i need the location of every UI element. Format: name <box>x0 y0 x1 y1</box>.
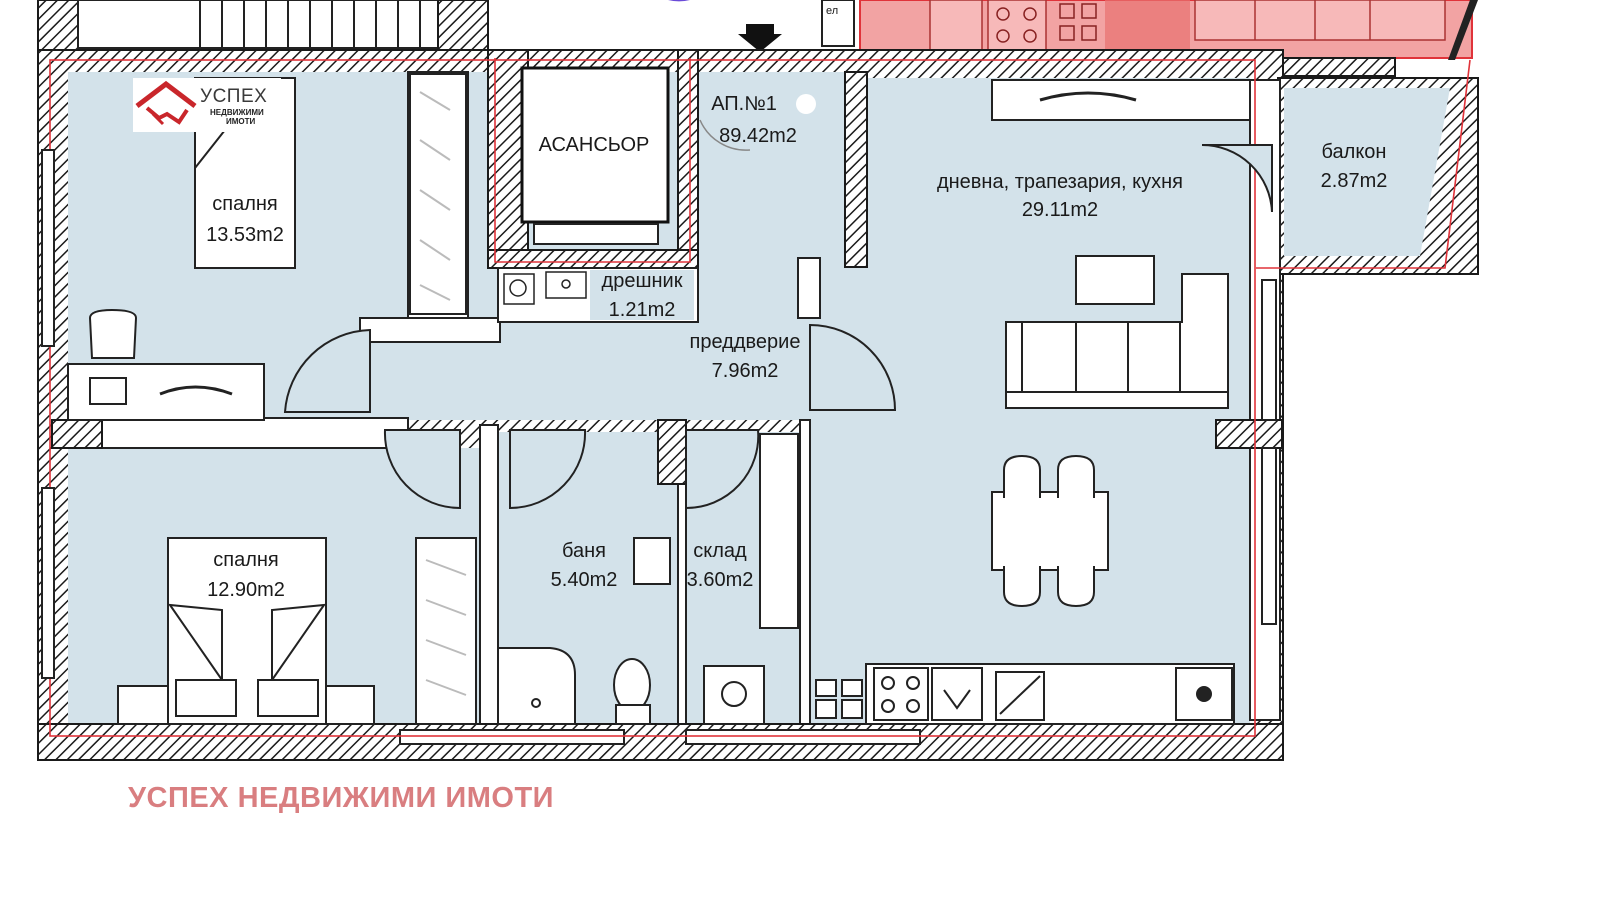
logo <box>133 78 281 132</box>
logo-subtitle: НЕДВИЖИМИ ИМОТИ <box>210 108 270 126</box>
storage-name: склад <box>693 540 747 562</box>
hall-area: 7.96m2 <box>712 360 779 382</box>
toilet-icon <box>613 658 651 712</box>
boundary-lines <box>49 58 1471 737</box>
top-marker <box>668 0 690 2</box>
closet-name: дрешник <box>602 270 683 292</box>
apartment-name: АП.№1 <box>711 93 777 115</box>
storage-area: 3.60m2 <box>687 569 754 591</box>
bedroom2-furniture <box>117 537 477 725</box>
corner-sofa <box>1005 273 1229 409</box>
wardrobe-bedroom2 <box>415 537 477 725</box>
shower-icon <box>497 647 576 725</box>
balcony-area: 2.87m2 <box>1321 170 1388 192</box>
door-storage <box>685 429 760 510</box>
lamp-icon <box>159 385 233 396</box>
bedroom1-area: 13.53m2 <box>206 224 284 246</box>
balcony-name: балкон <box>1322 141 1387 163</box>
room-balcony-floor <box>1284 88 1450 256</box>
stairs <box>199 0 421 48</box>
sink-icon <box>633 537 671 585</box>
bedroom2-name: спалня <box>213 549 279 571</box>
logo-subtitle-line1: НЕДВИЖИМИ <box>210 108 264 117</box>
door-bedroom2 <box>383 429 461 510</box>
living-area: 29.11m2 <box>1022 199 1098 221</box>
house-handshake-icon <box>135 80 197 126</box>
coffee-table <box>1075 255 1155 305</box>
dining-table <box>991 491 1109 571</box>
stove-icon <box>873 667 929 721</box>
washing-machine-icon <box>703 665 765 725</box>
living-furniture <box>815 79 1251 725</box>
door-living <box>809 323 897 411</box>
storage-shelf <box>759 433 799 629</box>
elevator: АСАНСЬОР <box>520 66 670 245</box>
door-bedroom1 <box>283 328 371 413</box>
room-labels: спалня 13.53m2 АП.№1 89.42m2 преддверие … <box>206 93 1387 601</box>
entrance-arrow-icon <box>738 24 782 52</box>
door-balcony <box>1201 143 1273 213</box>
doors <box>283 119 1273 510</box>
dining-chair <box>1003 454 1041 498</box>
bath-fixtures <box>497 537 671 725</box>
kitchen-sink-icon <box>931 667 983 721</box>
logo-subtitle-line2: ИМОТИ <box>226 117 256 126</box>
apartment-area: 89.42m2 <box>719 125 797 147</box>
living-name: дневна, трапезария, кухня <box>937 171 1183 193</box>
bath-name: баня <box>562 540 606 562</box>
top-partial-label: ел <box>826 5 838 17</box>
bedroom2-area: 12.90m2 <box>207 579 285 601</box>
tv-icon <box>1039 91 1137 102</box>
tv-unit <box>991 79 1251 121</box>
hall-name: преддверие <box>690 331 801 353</box>
elevator-label: АСАНСЬОР <box>539 134 650 156</box>
windows <box>41 149 1277 679</box>
bedroom1-name: спалня <box>212 193 278 215</box>
closet: дрешник 1.21m2 <box>497 267 699 323</box>
door-bath <box>509 429 587 510</box>
dining-chair <box>1057 566 1095 608</box>
closet-area: 1.21m2 <box>609 299 676 321</box>
logo-name: УСПЕХ <box>200 86 268 107</box>
dining-chair <box>1057 454 1095 498</box>
storage-fixtures <box>703 433 799 725</box>
computer-icon <box>89 377 127 405</box>
wardrobe-bedroom1 <box>409 73 467 315</box>
door-entrance <box>699 119 751 151</box>
bath-area: 5.40m2 <box>551 569 618 591</box>
dining-chair <box>1003 566 1041 608</box>
watermark-text: УСПЕХ НЕДВИЖИМИ ИМОТИ <box>128 782 555 814</box>
chair-icon <box>88 308 138 359</box>
